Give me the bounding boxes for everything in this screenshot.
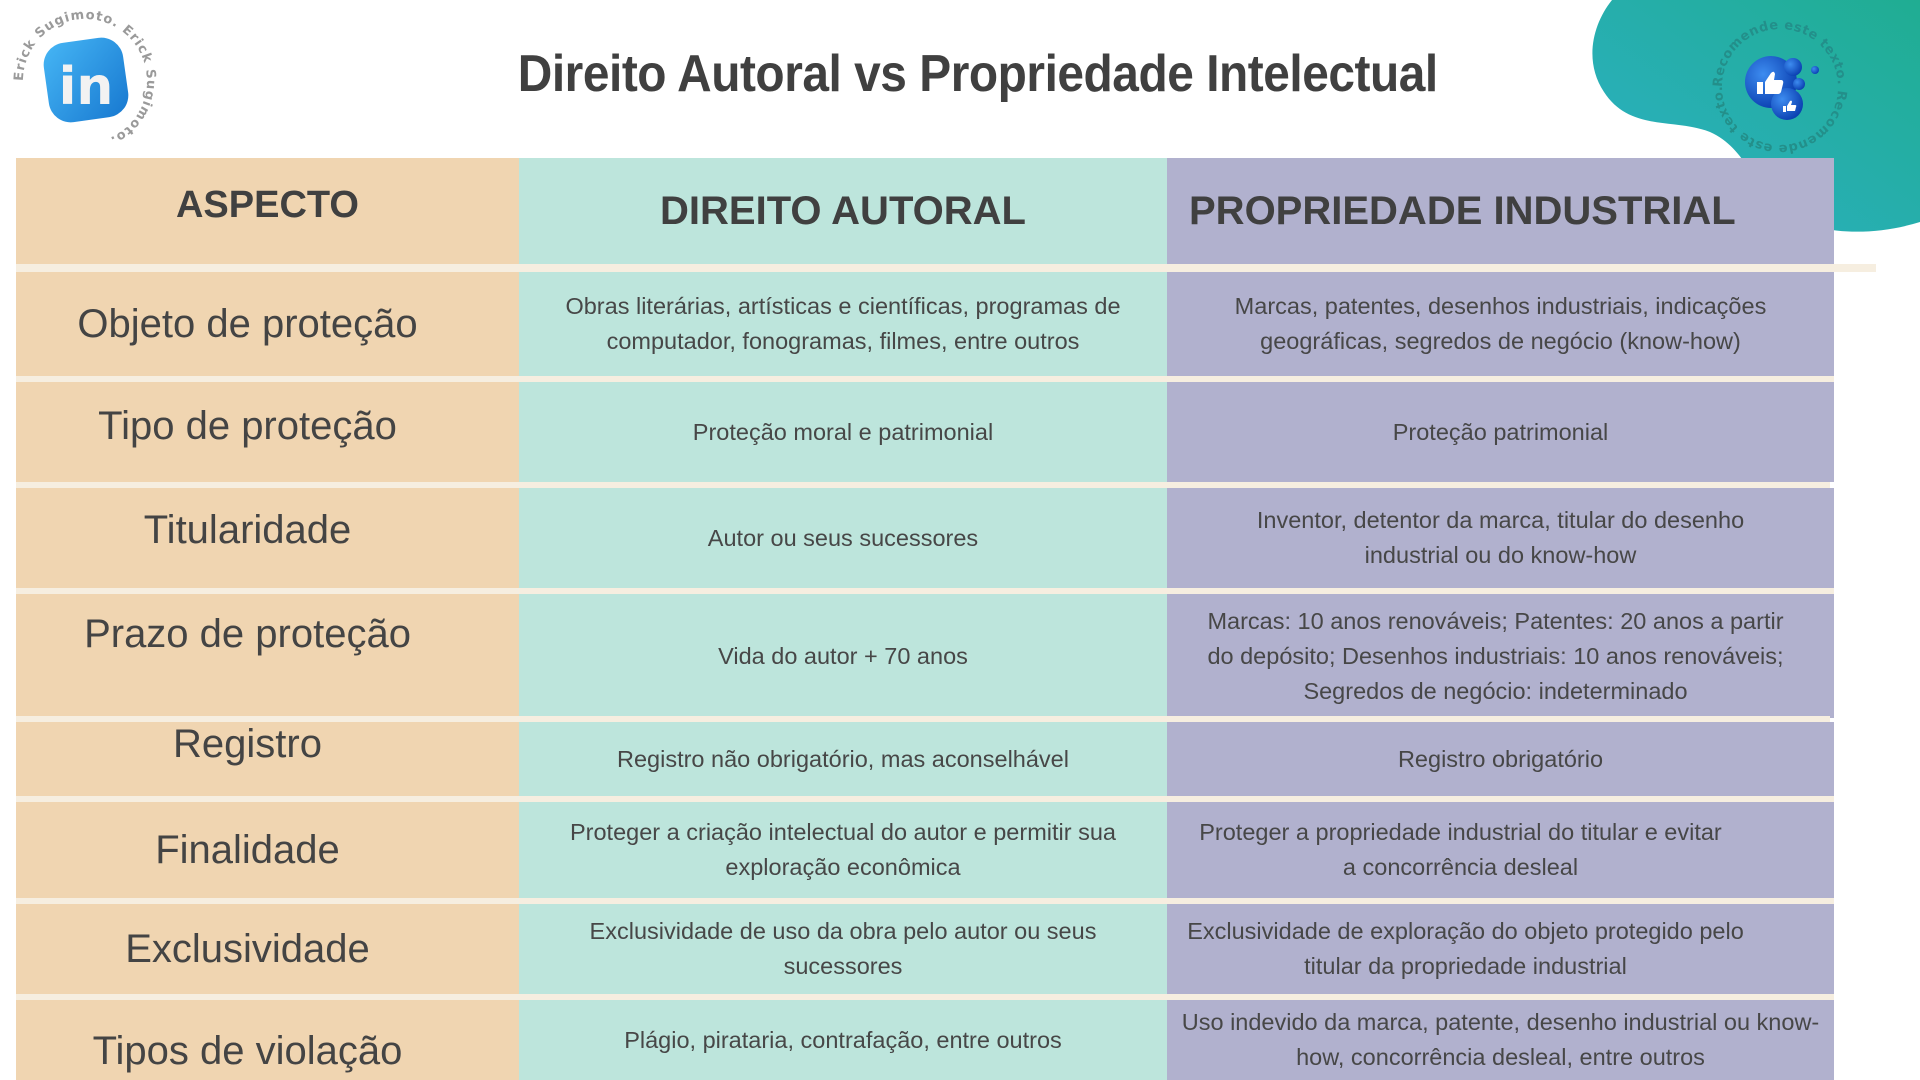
aspect-label: Prazo de proteção <box>16 594 519 718</box>
aspect-label: Tipos de violação <box>16 1000 519 1080</box>
aspect-label: Objeto de proteção <box>16 272 519 376</box>
propriedade-value: Exclusividade de exploração do objeto pr… <box>1167 904 1834 994</box>
row-divider <box>16 588 1834 594</box>
direito-value: Proteger a criação intelectual do autor … <box>519 802 1167 898</box>
row-divider <box>16 376 1834 382</box>
linkedin-logo: Erick Sugimoto. Erick Sugimoto. in <box>10 6 160 156</box>
table-header-row: ASPECTO DIREITO AUTORAL PROPRIEDADE INDU… <box>16 158 1834 265</box>
direito-value: Plágio, pirataria, contrafação, entre ou… <box>519 1000 1167 1080</box>
table-row: Tipo de proteção Proteção moral e patrim… <box>16 382 1834 482</box>
table-row: Registro Registro não obrigatório, mas a… <box>16 722 1834 796</box>
propriedade-value: Proteção patrimonial <box>1167 382 1834 482</box>
linkedin-icon: Erick Sugimoto. Erick Sugimoto. in <box>12 8 157 148</box>
propriedade-value: Marcas: 10 anos renováveis; Patentes: 20… <box>1167 594 1834 718</box>
row-divider <box>16 264 1876 272</box>
header-aspect: ASPECTO <box>16 158 519 265</box>
aspect-label: Tipo de proteção <box>16 382 519 482</box>
row-divider <box>16 796 1834 802</box>
thumbs-up-bubbles-icon: Recomende este texto. Recomende este tex… <box>1711 18 1849 156</box>
aspect-label: Titularidade <box>16 488 519 588</box>
table-row: Prazo de proteção Vida do autor + 70 ano… <box>16 594 1834 718</box>
propriedade-value: Proteger a propriedade industrial do tit… <box>1167 802 1834 898</box>
propriedade-value: Uso indevido da marca, patente, desenho … <box>1167 1000 1834 1080</box>
row-divider <box>16 716 1830 722</box>
propriedade-value: Registro obrigatório <box>1167 722 1834 796</box>
row-divider <box>16 898 1834 904</box>
direito-value: Proteção moral e patrimonial <box>519 382 1167 482</box>
aspect-label: Registro <box>16 722 519 796</box>
svg-text:in: in <box>59 57 114 117</box>
row-divider <box>16 994 1834 1000</box>
header-propriedade-industrial: PROPRIEDADE INDUSTRIAL <box>1167 158 1834 265</box>
direito-value: Obras literárias, artísticas e científic… <box>519 272 1167 376</box>
table-row: Objeto de proteção Obras literárias, art… <box>16 272 1834 376</box>
direito-value: Registro não obrigatório, mas aconselháv… <box>519 722 1167 796</box>
page-title: Direito Autoral vs Propriedade Intelectu… <box>517 45 1438 103</box>
recommend-badge: Recomende este texto. Recomende este tex… <box>1705 12 1855 162</box>
table-row: Exclusividade Exclusividade de uso da ob… <box>16 904 1834 994</box>
table-row: Finalidade Proteger a criação intelectua… <box>16 802 1834 898</box>
table-row: Titularidade Autor ou seus sucessores In… <box>16 488 1834 588</box>
row-divider <box>16 482 1830 488</box>
direito-value: Vida do autor + 70 anos <box>519 594 1167 718</box>
propriedade-value: Inventor, detentor da marca, titular do … <box>1167 488 1834 588</box>
header-direito-autoral: DIREITO AUTORAL <box>519 158 1167 265</box>
aspect-label: Finalidade <box>16 802 519 898</box>
table-row: Tipos de violação Plágio, pirataria, con… <box>16 1000 1834 1080</box>
propriedade-value: Marcas, patentes, desenhos industriais, … <box>1167 272 1834 376</box>
direito-value: Exclusividade de uso da obra pelo autor … <box>519 904 1167 994</box>
direito-value: Autor ou seus sucessores <box>519 488 1167 588</box>
aspect-label: Exclusividade <box>16 904 519 994</box>
